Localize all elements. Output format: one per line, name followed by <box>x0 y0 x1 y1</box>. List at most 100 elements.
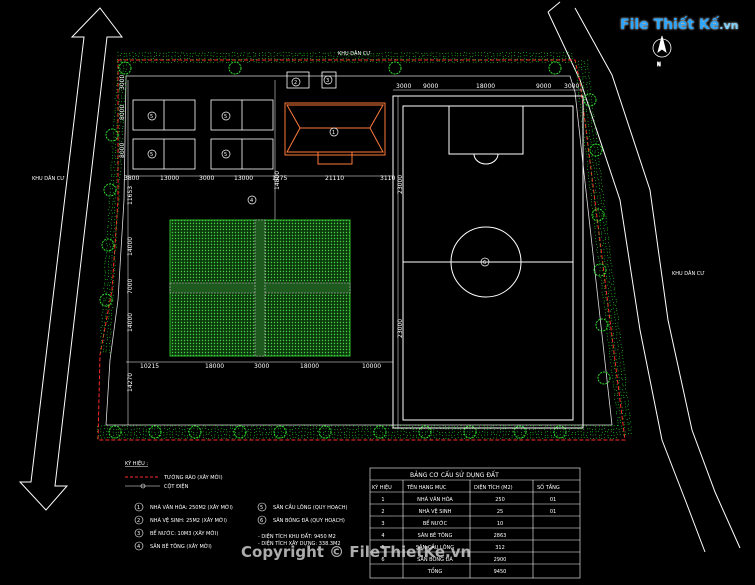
tree-dot <box>107 337 108 338</box>
tree-dot <box>581 69 582 70</box>
tree-dot <box>391 58 392 59</box>
tree-dot <box>117 120 118 121</box>
tree-dot <box>597 149 598 150</box>
tree-dot <box>575 432 576 433</box>
tree-dot <box>358 58 359 59</box>
tree-dot <box>331 425 332 426</box>
tree-dot <box>594 223 595 224</box>
tree-dot <box>517 59 518 60</box>
tree-dot <box>220 56 221 57</box>
tree-dot <box>133 56 134 57</box>
tree-dot <box>259 428 260 429</box>
tree-dot <box>604 288 605 289</box>
tree-dot <box>541 434 542 435</box>
tree-dot <box>612 326 613 327</box>
tree-dot <box>583 82 584 83</box>
tree-dot <box>553 56 554 57</box>
tree-dot <box>613 302 614 303</box>
tree-dot <box>231 61 232 62</box>
tree-dot <box>226 429 227 430</box>
tree-dot <box>349 432 350 433</box>
tree-dot <box>517 438 518 439</box>
tree-dot <box>601 283 602 284</box>
tree-dot <box>289 435 290 436</box>
tree-dot <box>328 53 329 54</box>
tree-dot <box>616 428 617 429</box>
tree-dot <box>610 287 611 288</box>
tree-dot <box>166 62 167 63</box>
tree-dot <box>343 58 344 59</box>
tree-dot <box>118 104 119 105</box>
tree-dot <box>196 59 197 60</box>
tree-dot <box>263 438 264 439</box>
tree-dot <box>160 53 161 54</box>
tree-dot <box>484 438 485 439</box>
tree-dot <box>571 62 572 63</box>
tree-dot <box>215 428 216 429</box>
tree-dot <box>614 287 615 288</box>
tree-dot <box>260 434 261 435</box>
tree-dot <box>583 140 584 141</box>
tree-dot <box>319 425 320 426</box>
tree-dot <box>327 62 328 63</box>
tree-dot <box>122 128 123 129</box>
tree-dot <box>452 429 453 430</box>
tree-dot <box>521 438 522 439</box>
tree-dot <box>117 161 118 162</box>
tree-dot <box>493 432 494 433</box>
tree-dot <box>431 426 432 427</box>
tree-dot <box>437 425 438 426</box>
svg-text:18000: 18000 <box>476 83 495 90</box>
tree-dot <box>401 428 402 429</box>
tree-dot <box>401 58 402 59</box>
svg-text:11653: 11653 <box>127 186 134 205</box>
tree-dot <box>432 53 433 54</box>
tree-dot <box>608 288 609 289</box>
tree-dot <box>145 438 146 439</box>
tree-dot <box>596 249 597 250</box>
tree-dot <box>618 402 619 403</box>
tree-dot <box>469 428 470 429</box>
tree-dot <box>181 438 182 439</box>
tree-icon <box>234 426 246 438</box>
tree-dot <box>604 252 605 253</box>
tree-dot <box>329 437 330 438</box>
tree-dot <box>172 52 173 53</box>
tree-dot <box>116 225 117 226</box>
tree-dot <box>608 342 609 343</box>
tree-icon <box>590 144 602 156</box>
tree-dot <box>355 432 356 433</box>
tree-dot <box>508 56 509 57</box>
tree-dot <box>616 390 617 391</box>
tree-dot <box>611 272 612 273</box>
tree-dot <box>250 56 251 57</box>
tree-dot <box>571 56 572 57</box>
tree-dot <box>578 70 579 71</box>
tree-dot <box>377 438 378 439</box>
tree-dot <box>607 329 608 330</box>
tree-dot <box>373 438 374 439</box>
tree-dot <box>484 52 485 53</box>
tree-dot <box>320 438 321 439</box>
tree-dot <box>331 429 332 430</box>
tree-dot <box>454 431 455 432</box>
tree-dot <box>319 59 320 60</box>
tree-dot <box>596 438 597 439</box>
tree-dot <box>126 75 127 76</box>
tree-dot <box>596 244 597 245</box>
tree-dot <box>409 425 410 426</box>
tree-dot <box>409 58 410 59</box>
north-arrow-icon: N <box>653 36 671 68</box>
tree-dot <box>256 59 257 60</box>
tree-dot <box>602 432 603 433</box>
tree-dot <box>110 292 111 293</box>
tree-dot <box>370 428 371 429</box>
tree-dot <box>177 59 178 60</box>
tree-dot <box>112 300 113 301</box>
tree-dot <box>409 432 410 433</box>
tree-dot <box>524 55 525 56</box>
tree-dot <box>174 61 175 62</box>
tree-dot <box>112 155 113 156</box>
tree-dot <box>609 351 610 352</box>
